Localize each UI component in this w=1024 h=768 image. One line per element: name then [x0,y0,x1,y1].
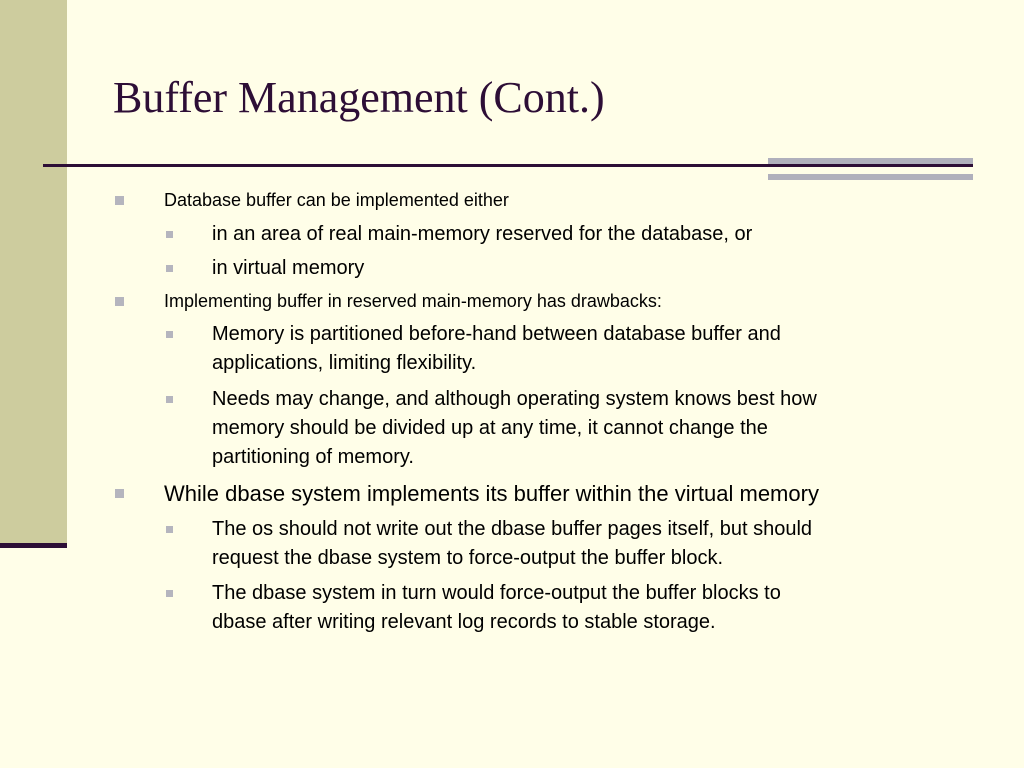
bullet-square-icon [115,297,124,306]
accent-stripe [768,174,973,180]
bullet-square-icon [166,331,173,338]
slide-title: Buffer Management (Cont.) [113,73,605,122]
bullet-square-icon [115,489,124,498]
bullet-text: in an area of real main-memory reserved … [212,223,753,245]
bullet-text: Needs may change, and although operating… [212,388,817,468]
bullet-square-icon [166,231,173,238]
sidebar-decoration [0,0,67,545]
title-rule [43,164,973,167]
bullet-square-icon [115,196,124,205]
bullet-square-icon [166,590,173,597]
sidebar-foot-rule [0,543,67,548]
bullet-text: The os should not write out the dbase bu… [212,518,813,569]
accent-stripe [768,158,973,164]
bullet-text: Database buffer can be implemented eithe… [164,190,509,210]
bullet-text: The dbase system in turn would force-out… [212,582,781,633]
accent-bar-decoration [768,158,973,180]
bullet-square-icon [166,396,173,403]
bullet-text: While dbase system implements its buffer… [164,481,819,506]
bullet-square-icon [166,526,173,533]
bullet-text: Memory is partitioned before-hand betwee… [212,323,781,374]
bullet-text: Implementing buffer in reserved main-mem… [164,291,662,311]
bullet-text: in virtual memory [212,257,365,279]
bullet-square-icon [166,265,173,272]
